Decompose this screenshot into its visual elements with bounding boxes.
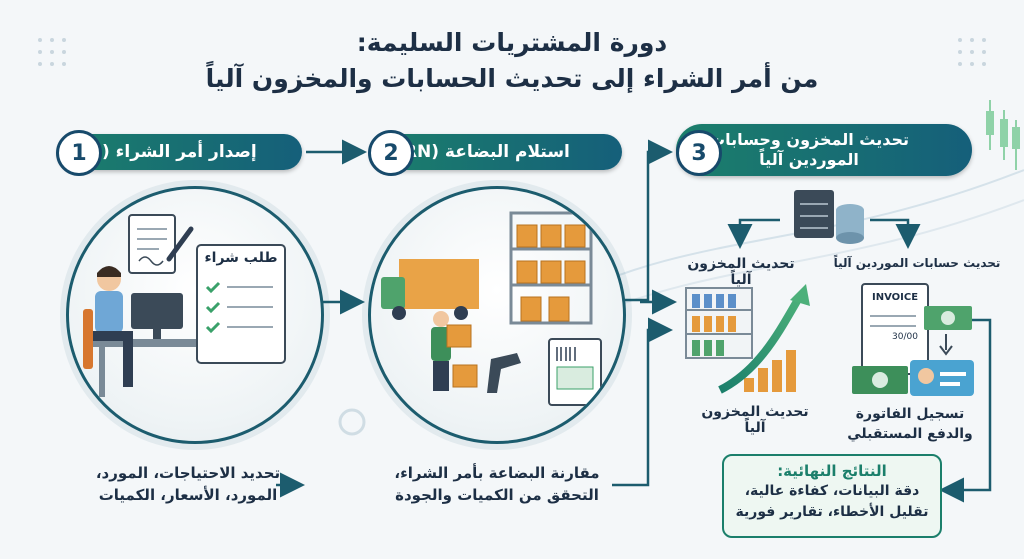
step3-label-line2: الموردين آلياً — [759, 150, 859, 169]
results-line2: تقليل الأخطاء، تقارير فورية — [735, 504, 929, 520]
suppliers-update-top-label: تحديث حسابات الموردين آلياً — [833, 256, 1001, 270]
suppliers-update-bottom-label: تسجيل الفاتورة والدفع المستقبلي — [840, 404, 980, 444]
step2-desc-line1: مقارنة البضاعة بأمر الشراء، — [394, 464, 600, 482]
step1-desc-line2: المورد، الأسعار، الكميات — [98, 486, 278, 504]
inventory-update-top-label: تحديث المخزون آلياً — [687, 256, 795, 288]
dot-pattern — [38, 38, 986, 66]
step3-label-line1: تحديث المخزون وحسابات — [708, 130, 910, 149]
final-results-box: النتائج النهائية: دقة البيانات، كفاءة عا… — [722, 454, 942, 538]
invoice-record-line1: تسجيل الفاتورة — [855, 406, 965, 422]
step3-number: 3 — [676, 130, 722, 176]
results-title: النتائج النهائية: — [777, 462, 887, 480]
inventory-update-bottom-label: تحديث المخزون آلياً — [701, 404, 809, 436]
deco-candles — [986, 100, 1020, 170]
step2-description: مقارنة البضاعة بأمر الشراء، التحقق من ال… — [382, 462, 612, 506]
step1-desc-line1: تحديد الاحتياجات، المورد، — [95, 464, 281, 482]
page-title-line1: دورة المشتريات السليمة: — [356, 28, 668, 57]
invoice-title: INVOICE — [872, 292, 919, 303]
office-worker-icon — [83, 214, 286, 397]
grn-illustration — [368, 186, 626, 444]
step2-number: 2 — [368, 130, 414, 176]
invoice-record-line2: والدفع المستقبلي — [847, 426, 973, 442]
step1-number: 1 — [56, 130, 102, 176]
step2-label: استلام البضاعة (GRN) — [382, 142, 570, 162]
results-line1: دقة البيانات، كفاءة عالية، — [744, 483, 920, 499]
po-illustration — [66, 186, 324, 444]
step2-desc-line2: التحقق من الكميات والجودة — [395, 486, 599, 504]
step3-pill: تحديث المخزون وحسابات الموردين آلياً — [676, 124, 972, 176]
step1-description: تحديد الاحتياجات، المورد، المورد، الأسعا… — [90, 462, 286, 506]
purchase-request-doc-label: طلب شراء — [204, 250, 278, 266]
invoice-amount: 30/00 — [892, 332, 918, 342]
page-title-line2: من أمر الشراء إلى تحديث الحسابات والمخزو… — [205, 64, 819, 93]
warehouse-truck-icon — [381, 211, 602, 406]
